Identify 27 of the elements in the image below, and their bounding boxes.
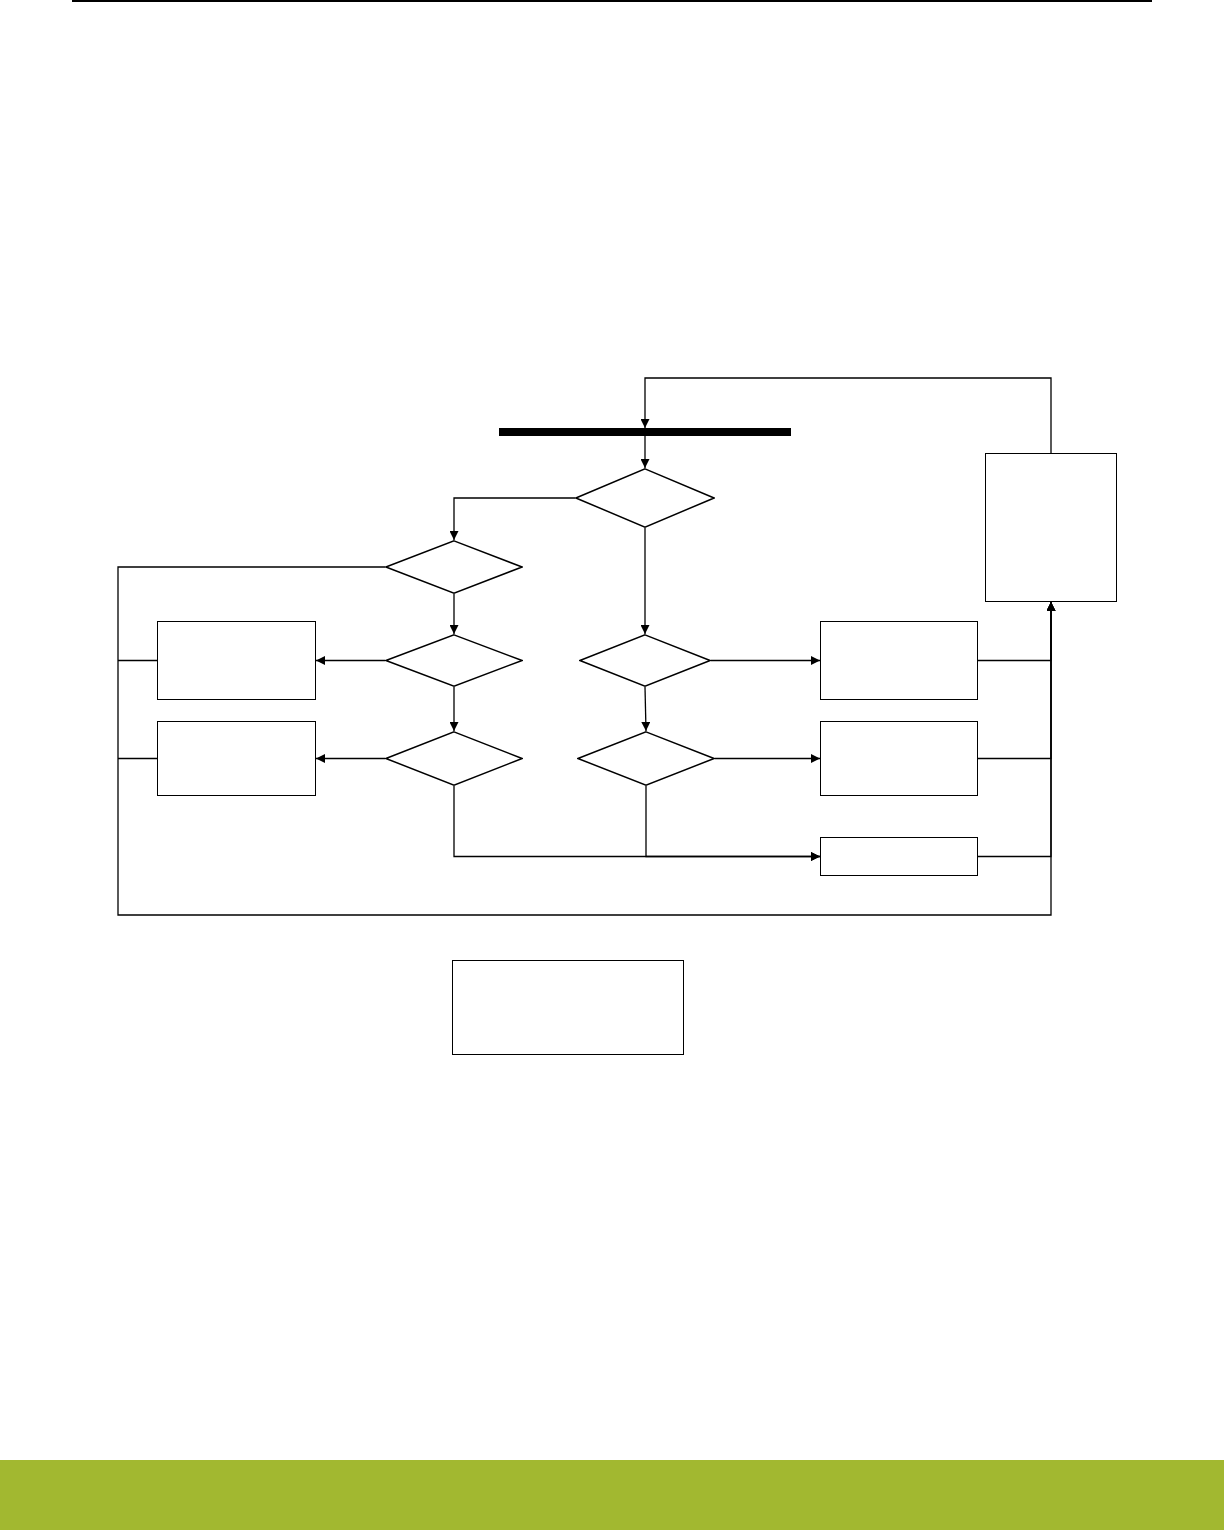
process-box — [452, 960, 684, 1055]
flow-arrow — [977, 601, 1056, 858]
decision-diamond — [385, 540, 523, 594]
flow-arrow — [640, 435, 650, 469]
flow-arrow — [710, 656, 821, 665]
process-box — [820, 837, 978, 876]
process-box — [157, 721, 316, 796]
process-box — [157, 621, 316, 700]
decision-diamond — [385, 634, 523, 687]
flow-arrow — [449, 593, 459, 635]
decision-diamond — [575, 468, 715, 528]
flow-arrow — [641, 686, 651, 732]
process-box — [985, 453, 1117, 602]
flow-arrow — [449, 497, 576, 541]
decision-diamond — [385, 731, 523, 786]
flow-arrow — [315, 656, 386, 665]
process-box — [820, 621, 978, 700]
flow-arrow — [714, 754, 821, 763]
flow-arrow — [645, 785, 821, 861]
process-box — [820, 721, 978, 796]
flow-arrow — [640, 527, 650, 635]
decision-diamond — [579, 634, 711, 687]
flow-arrow — [449, 686, 459, 732]
flow-arrow — [315, 754, 386, 763]
decision-diamond — [577, 731, 715, 786]
sync-bar — [499, 428, 791, 436]
connector-line — [117, 757, 158, 760]
